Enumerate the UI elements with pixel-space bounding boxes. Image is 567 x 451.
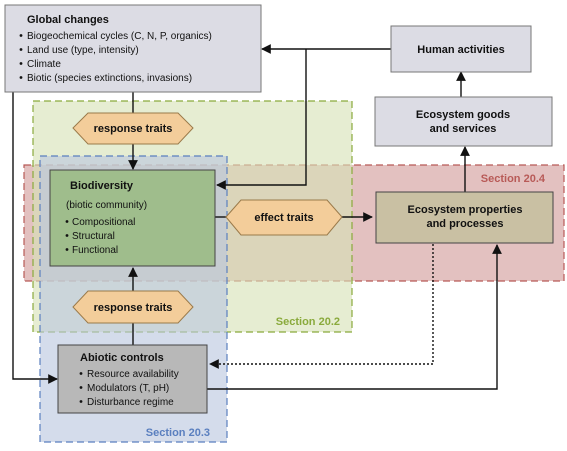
ecosystem-goods-line1: Ecosystem goods — [416, 109, 510, 121]
global-changes-item: Biogeochemical cycles (C, N, P, organics… — [27, 31, 212, 42]
ecosystem-goods-box: Ecosystem goods and services — [374, 96, 553, 147]
section-20-4-label: Section 20.4 — [481, 173, 546, 185]
arrow-properties-to-abiotic-dotted — [209, 244, 434, 369]
ecosystem-properties-box: Ecosystem properties and processes — [375, 191, 554, 244]
biodiversity-item: Functional — [72, 245, 118, 256]
biodiversity-item: Structural — [72, 231, 115, 242]
section-20-3-label: Section 20.3 — [146, 427, 210, 439]
human-activities-box: Human activities — [390, 25, 532, 73]
arrow-global-to-abiotic — [12, 92, 58, 384]
abiotic-controls-box: Abiotic controls Resource availability M… — [57, 344, 208, 414]
ecosystem-properties-line1: Ecosystem properties — [408, 204, 523, 216]
arrow-abiotic-to-properties — [207, 244, 502, 390]
arrow-human-to-biodiversity — [216, 49, 307, 190]
biodiversity-box: Biodiversity (biotic community) Composit… — [49, 169, 216, 267]
section-20-2-label: Section 20.2 — [276, 316, 340, 328]
abiotic-controls-title: Abiotic controls — [80, 352, 164, 364]
biodiversity-title: Biodiversity — [70, 180, 134, 192]
global-changes-title: Global changes — [27, 14, 109, 26]
global-changes-item: Climate — [27, 59, 61, 70]
response-traits-bottom-label: response traits — [94, 302, 173, 314]
effect-traits-hexagon: effect traits — [225, 199, 343, 236]
biodiversity-item: Compositional — [72, 217, 135, 228]
response-traits-top-hexagon: response traits — [72, 112, 194, 145]
response-traits-top-label: response traits — [94, 123, 173, 135]
global-changes-item: Biotic (species extinctions, invasions) — [27, 73, 192, 84]
biodiversity-subtitle: (biotic community) — [66, 200, 147, 211]
abiotic-controls-item: Modulators (T, pH) — [87, 383, 169, 394]
response-traits-bottom-hexagon: response traits — [72, 290, 194, 324]
arrows — [12, 44, 502, 390]
global-changes-box: Global changes Biogeochemical cycles (C,… — [4, 4, 262, 93]
abiotic-controls-item: Resource availability — [87, 369, 179, 380]
ecosystem-goods-line2: and services — [430, 123, 497, 135]
ecosystem-properties-line2: and processes — [426, 218, 503, 230]
effect-traits-label: effect traits — [254, 212, 313, 224]
global-changes-item: Land use (type, intensity) — [27, 45, 139, 56]
abiotic-controls-item: Disturbance regime — [87, 397, 174, 408]
human-activities-title: Human activities — [417, 44, 504, 56]
